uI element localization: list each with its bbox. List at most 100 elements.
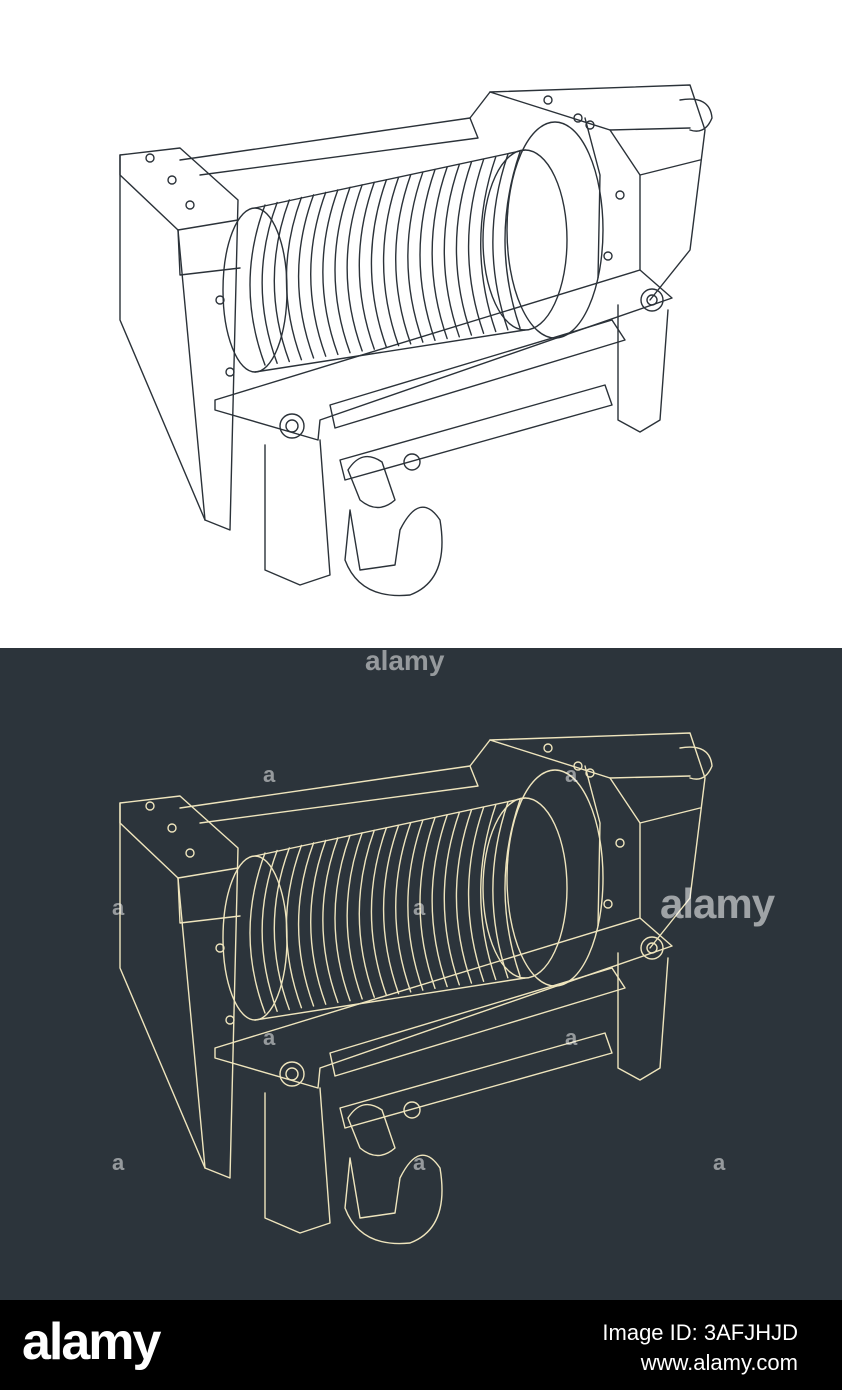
drum-cable-wrap	[431, 166, 448, 340]
drum-right-end	[482, 797, 568, 979]
drum-top-line	[254, 149, 526, 209]
fairlead-right-post	[617, 304, 669, 433]
fairlead-roller-top	[329, 967, 626, 1077]
footer-logo[interactable]: alamy	[22, 1313, 161, 1371]
drum-cable-wrap	[261, 201, 278, 364]
drum-cable-wrap	[480, 804, 497, 981]
watermark-small-mark: a	[713, 1150, 726, 1175]
drum-cable-wrap	[346, 832, 363, 1000]
watermark-top-strip: alamy	[365, 645, 445, 676]
mounting-hole	[167, 175, 177, 185]
drum-cable-wrap	[382, 176, 400, 347]
mounting-hole	[145, 801, 155, 811]
light-drawing-panel	[0, 0, 842, 648]
fairlead-top-plate	[214, 917, 673, 1089]
drum-cable-wrap	[419, 816, 436, 990]
mounting-hole	[543, 95, 553, 105]
drum-cable-wrap	[382, 824, 400, 995]
drum-cable-wrap	[346, 184, 363, 352]
mounting-hole	[603, 899, 613, 909]
mounting-hole	[225, 367, 235, 377]
watermark-small-mark: a	[112, 1150, 125, 1175]
left-end-plate-step	[177, 229, 241, 276]
hook	[344, 506, 443, 597]
drum-cable-wrap	[273, 847, 290, 1011]
gear-housing-bevel	[609, 129, 641, 271]
mounting-hole	[225, 1015, 235, 1025]
shackle	[347, 455, 396, 509]
fairlead-bolt-nut	[285, 419, 299, 433]
gear-housing-bevel	[609, 777, 641, 919]
drum-cable-wrap	[407, 171, 424, 343]
drum-cable-wrap	[358, 181, 375, 350]
mounting-hole	[585, 120, 595, 130]
gear-housing-outline	[469, 732, 706, 949]
drum-cable-wrap	[443, 163, 460, 338]
drum-cable-wrap	[358, 829, 375, 998]
drum-left-end	[222, 855, 288, 1021]
gear-housing-side-edge	[639, 807, 701, 824]
mounting-hole	[215, 943, 225, 953]
drum-cable-wrap	[492, 153, 509, 331]
watermark-small-mark: a	[263, 762, 276, 787]
fairlead-bolt-nut	[285, 1067, 299, 1081]
watermark-small-mark: a	[413, 1150, 426, 1175]
motor-cap	[679, 746, 713, 780]
top-tie-rail	[179, 117, 479, 176]
gear-housing-front-edge	[584, 117, 601, 279]
mounting-hole	[573, 761, 583, 771]
mounting-hole	[603, 251, 613, 261]
gear-housing-side-edge	[639, 159, 701, 176]
drum-cable-wrap	[443, 811, 460, 986]
fairlead-left-post	[264, 1087, 331, 1234]
fairlead-bolt-nut	[646, 942, 658, 954]
drum-bottom-line	[254, 977, 526, 1021]
mounting-hole	[573, 113, 583, 123]
top-tie-rail	[179, 765, 479, 824]
footer-url[interactable]: www.alamy.com	[640, 1350, 798, 1375]
gear-housing-front-edge	[584, 765, 601, 927]
drum-cable-wrap	[455, 161, 473, 336]
winch-drawing-dark	[119, 732, 713, 1245]
shackle-pin	[403, 453, 421, 471]
drum-right-end	[482, 149, 568, 331]
footer-bar	[0, 1300, 842, 1390]
drum-top-line	[254, 797, 526, 857]
drum-cable-wrap	[395, 174, 412, 345]
footer-image-id: Image ID: 3AFJHJD	[602, 1320, 798, 1345]
fairlead-bolt	[640, 288, 664, 312]
mounting-hole	[615, 838, 625, 848]
fairlead-right-post	[617, 952, 669, 1081]
drum-left-end	[222, 207, 288, 373]
mounting-hole	[215, 295, 225, 305]
shackle	[347, 1103, 396, 1157]
drum-cable-wrap	[297, 194, 315, 359]
drum-cable-wrap	[407, 819, 424, 991]
drum-cable-wrap	[297, 842, 315, 1007]
drum-cable-wrap	[395, 822, 412, 993]
watermark-small-mark: a	[565, 1025, 578, 1050]
left-end-plate	[119, 795, 239, 1179]
fairlead-bolt-nut	[646, 294, 658, 306]
left-end-plate-corner	[177, 229, 206, 521]
drum-cable-wrap	[334, 834, 351, 1002]
drum-cable-wrap	[480, 156, 497, 333]
mounting-hole	[167, 823, 177, 833]
motor-cap	[679, 98, 713, 132]
fairlead-bolt	[279, 413, 305, 439]
watermark-main: alamy	[660, 880, 775, 927]
left-end-plate-edge	[119, 154, 239, 231]
mounting-hole	[185, 200, 195, 210]
gear-housing-top-edge	[489, 739, 691, 779]
drum-cable-wrap	[261, 849, 278, 1012]
winch-drawing-light	[119, 84, 713, 597]
mounting-hole	[615, 190, 625, 200]
gear-housing-top-edge	[489, 91, 691, 131]
drum-cable-wrap	[310, 191, 327, 357]
mounting-hole	[185, 848, 195, 858]
fairlead-roller-top	[329, 319, 626, 429]
left-end-plate	[119, 147, 239, 531]
drum-cable-wrap	[467, 806, 485, 982]
left-end-plate-corner	[177, 877, 206, 1169]
watermark-small-mark: a	[565, 762, 578, 787]
